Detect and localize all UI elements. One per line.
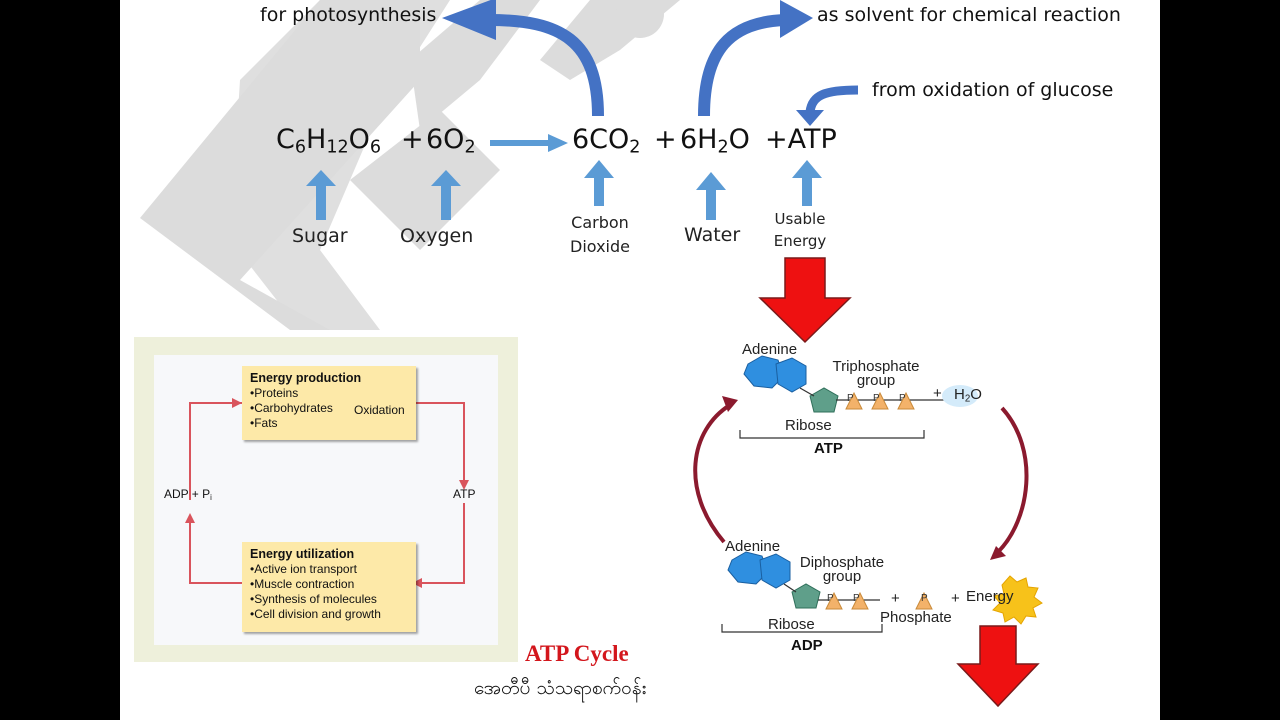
equation-plus: + [401, 124, 424, 155]
energy-cycle-panel-inner: Energy production •Proteins •Carbohydrat… [154, 355, 498, 645]
adenine-ring-b [775, 357, 807, 393]
adp-pi-label: ADP + Pi [164, 487, 212, 502]
phosphate-letter: P [873, 393, 880, 404]
adp-plus: + [891, 590, 900, 607]
phosphate-label: Phosphate [880, 609, 952, 626]
phosphate-triangle [871, 391, 889, 410]
note-solvent: as solvent for chemical reaction [817, 4, 1121, 26]
arrow-to-solvent-head [780, 0, 813, 38]
note-photosynthesis: for photosynthesis [260, 4, 437, 26]
phosphate-triangle [845, 391, 863, 410]
adenine-ring-b [759, 553, 791, 589]
arrow-from-oxidation [805, 85, 859, 113]
label-oxygen: Oxygen [400, 225, 474, 247]
phosphate-letter: P [847, 393, 854, 404]
atp-label: ATP [453, 487, 476, 501]
arrow-to-photosynthesis [489, 14, 604, 117]
atp-water-label: H2O [954, 386, 982, 405]
adp-name-label: ADP [791, 637, 823, 654]
cycle-arrow-left [693, 403, 732, 544]
arrow-from-oxidation-head [796, 110, 824, 126]
label-sugar: Sugar [292, 225, 348, 247]
watermark [140, 0, 680, 330]
equation-co2: 6CO2 [572, 124, 641, 158]
energy-production-title: Energy production [250, 371, 362, 385]
phosphate-letter: P [853, 593, 860, 604]
adp-adenine-label: Adenine [725, 538, 781, 555]
energy-burst [992, 575, 1043, 625]
arrow-to-photosynthesis-head [442, 0, 496, 40]
utilization-item: •Cell division and growth [250, 607, 381, 621]
curved-arrows [306, 0, 859, 220]
note-oxidation: from oxidation of glucose [872, 79, 1114, 101]
phosphate-triangle [897, 391, 915, 410]
phosphate-letter: P [827, 593, 834, 604]
atp-ribose-label: Ribose [785, 417, 832, 434]
energy-cycle-lines [185, 394, 469, 588]
reaction-arrow [490, 140, 550, 146]
phosphate-letter: P [921, 593, 928, 604]
red-down-arrow-top [758, 257, 852, 344]
atp-cycle-graphics [693, 257, 1043, 708]
label-water: Water [684, 224, 741, 246]
ribose-shape [809, 387, 839, 413]
ribose-shape [791, 583, 821, 609]
oxidation-label: Oxidation [354, 403, 405, 417]
atp-cycle-subtitle: အေတီပီ သံသရာစက်ဝန်း [474, 677, 647, 699]
adp-plus: + [951, 590, 960, 607]
cycle-arrow-right [996, 406, 1029, 554]
water-blob [942, 385, 978, 407]
atp-adenine-label: Adenine [742, 341, 798, 358]
phosphate-triangle [825, 591, 843, 610]
equation-glucose: C6H12O6 [276, 124, 382, 158]
energy-production-box: Energy production •Proteins •Carbohydrat… [242, 366, 416, 440]
atp-cycle-title: ATP Cycle [525, 641, 629, 666]
utilization-item: •Active ion transport [250, 562, 357, 576]
energy-cycle-panel: Energy production •Proteins •Carbohydrat… [134, 337, 518, 662]
utilization-item: •Muscle contraction [250, 577, 355, 591]
arrow-to-solvent [698, 14, 786, 117]
equation-atp: +ATP [765, 124, 837, 155]
production-item: •Carbohydrates [250, 401, 333, 415]
equation-plus: + [654, 124, 677, 155]
red-down-arrow-bottom [956, 625, 1040, 708]
energy-label: Energy [966, 588, 1014, 605]
adp-ribose-label: Ribose [768, 616, 815, 633]
reaction-arrow-head [548, 134, 568, 152]
atp-plus: + [933, 385, 942, 402]
phosphate-triangle [915, 591, 933, 610]
energy-utilization-box: Energy utilization •Active ion transport… [242, 542, 416, 632]
slide: for photosynthesis as solvent for chemic… [120, 0, 1160, 720]
production-item: •Fats [250, 416, 278, 430]
phosphate-triangle [851, 591, 869, 610]
energy-utilization-title: Energy utilization [250, 547, 355, 561]
equation-oxygen: 6O2 [426, 124, 476, 158]
production-item: •Proteins [250, 386, 299, 400]
equation-water: 6H2O [680, 124, 750, 158]
utilization-item: •Synthesis of molecules [250, 592, 377, 606]
atp-name-label: ATP [814, 440, 843, 457]
phosphate-letter: P [899, 393, 906, 404]
